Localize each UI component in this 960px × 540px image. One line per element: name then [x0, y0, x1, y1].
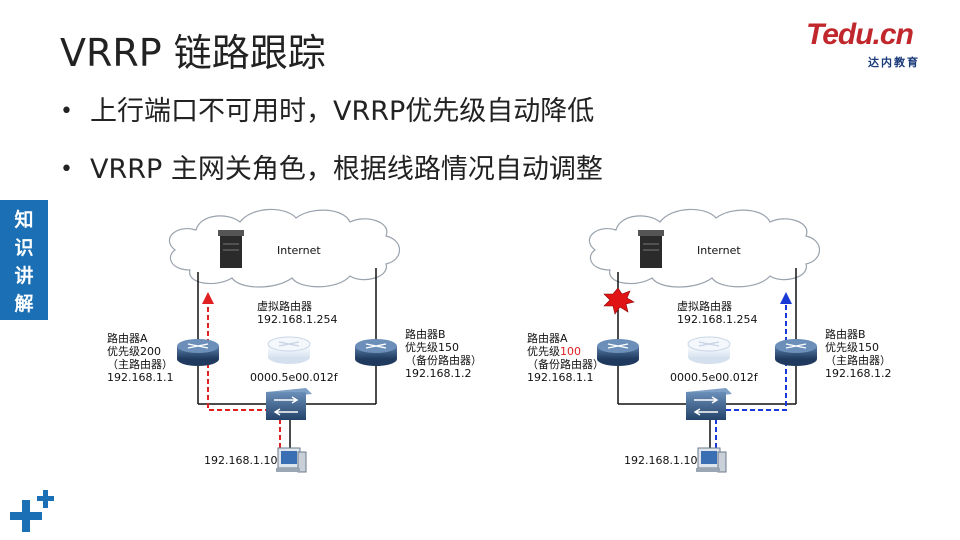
router-a-name: 路由器A — [527, 331, 568, 345]
bullet-dot-icon: • — [60, 99, 73, 124]
side-tab-char: 讲 — [14, 265, 34, 287]
router-a-icon — [177, 339, 219, 366]
host-ip: 192.168.1.10 — [204, 454, 277, 467]
router-b-icon — [775, 339, 817, 366]
bullet-text: 上行端口不可用时，VRRP优先级自动降低 — [90, 96, 595, 127]
router-a-priority: 优先级100 — [527, 345, 581, 358]
bullet-text: VRRP 主网关角色，根据线路情况自动调整 — [90, 154, 603, 185]
router-a-ip: 192.168.1.1 — [107, 371, 173, 384]
router-b-ip: 192.168.1.2 — [825, 367, 891, 380]
knowledge-tab: 知 识 讲 解 — [0, 200, 48, 320]
diagram-right: Internet — [527, 208, 891, 473]
internet-label: Internet — [277, 244, 321, 257]
priority-value: 200 — [140, 345, 161, 358]
router-a-role: （主路由器） — [107, 357, 173, 371]
virtual-router-icon — [687, 336, 731, 364]
side-tab-char: 解 — [14, 293, 34, 315]
virtual-router-ip: 192.168.1.254 — [677, 313, 757, 326]
virtual-router-ip: 192.168.1.254 — [257, 313, 337, 326]
router-a-ip: 192.168.1.1 — [527, 371, 593, 384]
link-failure-icon — [603, 287, 635, 315]
priority-value: 100 — [560, 345, 581, 358]
router-b-icon — [355, 339, 397, 366]
priority-value: 150 — [858, 341, 879, 354]
host-ip: 192.168.1.10 — [624, 454, 697, 467]
side-tab-char: 识 — [14, 237, 34, 259]
page-title: VRRP 链路跟踪 — [60, 31, 326, 75]
router-b-priority: 优先级150 — [405, 341, 459, 354]
priority-prefix: 优先级 — [107, 345, 140, 358]
priority-prefix: 优先级 — [405, 341, 438, 354]
router-b-role: （备份路由器） — [405, 353, 482, 367]
switch-icon — [686, 388, 732, 420]
switch-icon — [266, 388, 312, 420]
router-b-name: 路由器B — [825, 327, 866, 341]
server-icon — [638, 230, 664, 268]
router-b-name: 路由器B — [405, 327, 446, 341]
router-a-icon — [597, 339, 639, 366]
router-b-priority: 优先级150 — [825, 341, 879, 354]
bullet-item: • VRRP 主网关角色，根据线路情况自动调整 — [60, 150, 603, 208]
router-b-ip: 192.168.1.2 — [405, 367, 471, 380]
virtual-mac: 0000.5e00.012f — [670, 371, 759, 384]
internet-label: Internet — [697, 244, 741, 257]
logo-text: Tedu.cn — [806, 18, 914, 51]
virtual-router-icon — [267, 336, 311, 364]
router-a-name: 路由器A — [107, 331, 148, 345]
bullet-list: • 上行端口不可用时，VRRP优先级自动降低 • VRRP 主网关角色，根据线路情况… — [60, 92, 603, 208]
host-pc-icon — [276, 447, 307, 473]
logo-subtitle: 达内教育 — [868, 56, 920, 69]
server-icon — [218, 230, 244, 268]
router-a-role: （备份路由器） — [527, 357, 604, 371]
diagram-left: Internet — [107, 208, 482, 473]
side-tab-char: 知 — [14, 209, 34, 231]
priority-value: 150 — [438, 341, 459, 354]
priority-prefix: 优先级 — [825, 341, 858, 354]
priority-prefix: 优先级 — [527, 345, 560, 358]
router-a-priority: 优先级200 — [107, 345, 161, 358]
host-pc-icon — [696, 447, 727, 473]
router-b-role: （主路由器） — [825, 353, 891, 367]
plus-decoration-icon — [10, 490, 54, 532]
bullet-dot-icon: • — [60, 157, 73, 182]
bullet-item: • 上行端口不可用时，VRRP优先级自动降低 — [60, 92, 603, 150]
traffic-path-red — [202, 292, 281, 448]
virtual-mac: 0000.5e00.012f — [250, 371, 339, 384]
tedu-logo: Tedu.cn 达内教育 — [806, 18, 936, 70]
virtual-router-name: 虚拟路由器 — [677, 299, 732, 313]
virtual-router-name: 虚拟路由器 — [257, 299, 312, 313]
